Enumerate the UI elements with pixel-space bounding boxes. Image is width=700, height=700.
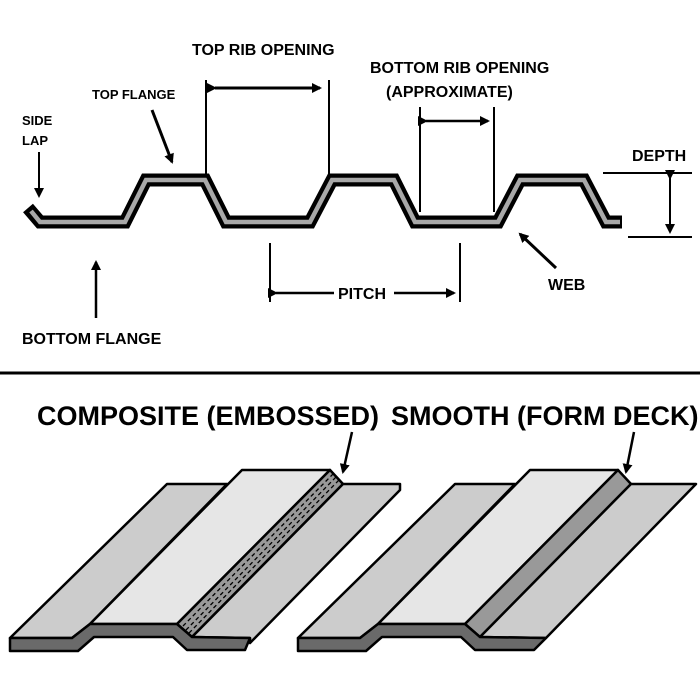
top-flange-arrow <box>150 109 174 164</box>
deck-profile <box>23 173 622 229</box>
pitch-label: PITCH <box>338 286 386 303</box>
bottom-rib-opening-label-2: (APPROXIMATE) <box>386 84 513 101</box>
composite-title: COMPOSITE (EMBOSSED) <box>37 401 379 431</box>
web-label: WEB <box>548 277 585 294</box>
smooth-deck-panel <box>296 468 698 653</box>
top-flange-label: TOP FLANGE <box>92 87 176 102</box>
web-arrow <box>518 232 558 270</box>
depth-label: DEPTH <box>632 148 686 165</box>
composite-arrow <box>339 431 354 474</box>
side-lap-label-1: SIDE <box>22 113 53 128</box>
composite-deck-panel <box>8 468 402 653</box>
top-rib-opening-label: TOP RIB OPENING <box>192 42 335 59</box>
smooth-title: SMOOTH (FORM DECK) <box>391 401 698 431</box>
bottom-flange-label: BOTTOM FLANGE <box>22 331 162 348</box>
smooth-arrow <box>622 431 636 474</box>
bottom-rib-opening-label-1: BOTTOM RIB OPENING <box>370 60 549 77</box>
emboss-pattern <box>182 473 340 634</box>
side-lap-label-2: LAP <box>22 133 48 148</box>
